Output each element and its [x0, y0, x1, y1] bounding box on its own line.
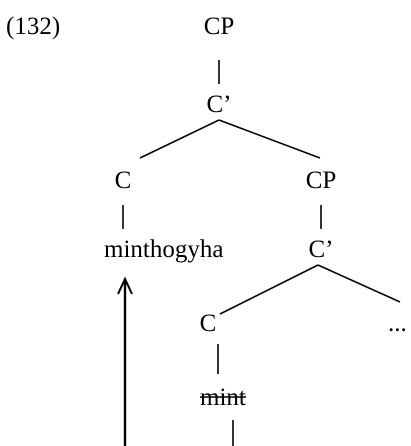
- edge-lower-cbar-to-ellipsis: [317, 264, 401, 303]
- node-root-cp: CP: [204, 13, 235, 40]
- node-upper-c: C: [115, 167, 132, 194]
- node-lower-c: C: [200, 310, 217, 337]
- node-lower-cbar: C’: [309, 236, 334, 263]
- example-number: (132): [6, 13, 60, 40]
- node-root-cbar: C’: [207, 91, 232, 118]
- edge-lower-cbar-to-c: [219, 264, 319, 315]
- node-upper-c-head: minthogyha: [104, 236, 223, 263]
- movement-arrow-head: [117, 276, 133, 295]
- edge-root-cbar-to-c: [139, 119, 220, 159]
- node-ellipsis: ...: [388, 310, 407, 337]
- node-lower-cp: CP: [306, 167, 337, 194]
- edge-root-cbar-to-cp: [218, 119, 321, 159]
